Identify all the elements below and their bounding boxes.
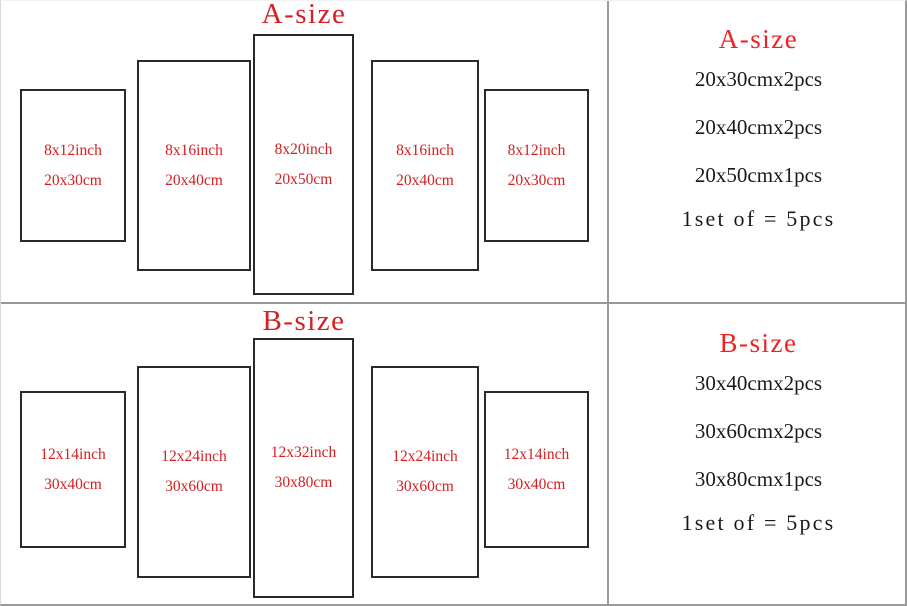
b-size-panel-4: 12x24inch 30x60cm [371,366,479,578]
a-size-summary-total: 1set of = 5pcs [681,206,836,231]
b-size-panel-1: 12x14inch 30x40cm [20,391,126,548]
b-size-panel-1-cm: 30x40cm [44,475,102,493]
b-size-panel-4-inch: 12x24inch [392,448,458,465]
b-size-panel-2-inch: 12x24inch [161,448,227,465]
a-size-panel-5: 8x12inch 20x30cm [484,89,589,242]
a-size-panel-5-cm: 20x30cm [507,171,566,189]
a-size-panel-4: 8x16inch 20x40cm [371,60,479,271]
a-size-panel-3-cm: 20x50cm [274,170,333,188]
a-size-summary-line-2: 20x40cmx2pcs [694,115,823,139]
a-size-panel-2-cm: 20x40cm [165,171,223,189]
b-size-panel-2: 12x24inch 30x60cm [137,366,251,578]
a-size-panel-2-inch: 8x16inch [165,141,223,159]
a-size-panel-4-inch: 8x16inch [396,141,454,159]
b-size-diagram-heading: B-size [262,305,346,337]
a-size-panel-1: 8x12inch 20x30cm [20,89,126,242]
b-size-panel-3: 12x32inch 30x80cm [253,338,354,598]
b-size-summary-region: B-size 30x40cmx2pcs 30x60cmx2pcs 30x80cm… [609,327,905,543]
a-size-panel-4-cm: 20x40cm [396,171,454,189]
a-size-panel-1-inch: 8x12inch [44,141,102,159]
b-size-panel-5-cm: 30x40cm [507,475,566,493]
a-size-summary-region: A-size 20x30cmx2pcs 20x40cmx2pcs 20x50cm… [609,23,905,239]
a-size-summary-line-3: 20x50cmx1pcs [694,163,823,187]
b-size-diagram-region: B-size 12x14inch 30x40cm 12x24inch 30x60… [1,304,607,604]
a-size-panel-5-inch: 8x12inch [507,141,566,159]
b-size-panel-2-cm: 30x60cm [165,478,223,495]
b-size-summary-title: B-size [719,328,798,358]
b-size-panel-5: 12x14inch 30x40cm [484,391,589,548]
horizontal-divider [1,302,905,304]
b-size-panel-4-cm: 30x60cm [396,478,454,495]
b-size-summary-line-1: 30x40cmx2pcs [694,371,823,395]
a-size-diagram-heading: A-size [261,0,347,30]
b-size-panel-1-inch: 12x14inch [40,445,106,463]
b-size-panel-5-inch: 12x14inch [503,445,570,463]
a-size-panel-1-cm: 20x30cm [44,171,102,189]
b-size-summary-total: 1set of = 5pcs [681,510,836,535]
a-size-panel-3-inch: 8x20inch [274,140,333,158]
b-size-panel-3-cm: 30x80cm [274,474,333,491]
a-size-panel-2: 8x16inch 20x40cm [137,60,251,271]
b-size-summary-line-3: 30x80cmx1pcs [694,467,823,491]
b-size-summary-line-2: 30x60cmx2pcs [694,419,823,443]
a-size-summary-line-1: 20x30cmx2pcs [694,67,823,91]
a-size-panel-3: 8x20inch 20x50cm [253,34,354,295]
a-size-summary-title: A-size [718,24,799,54]
a-size-diagram-region: A-size 8x12inch 20x30cm 8x16inch 20x40cm… [1,1,607,302]
b-size-panel-3-inch: 12x32inch [270,444,337,461]
